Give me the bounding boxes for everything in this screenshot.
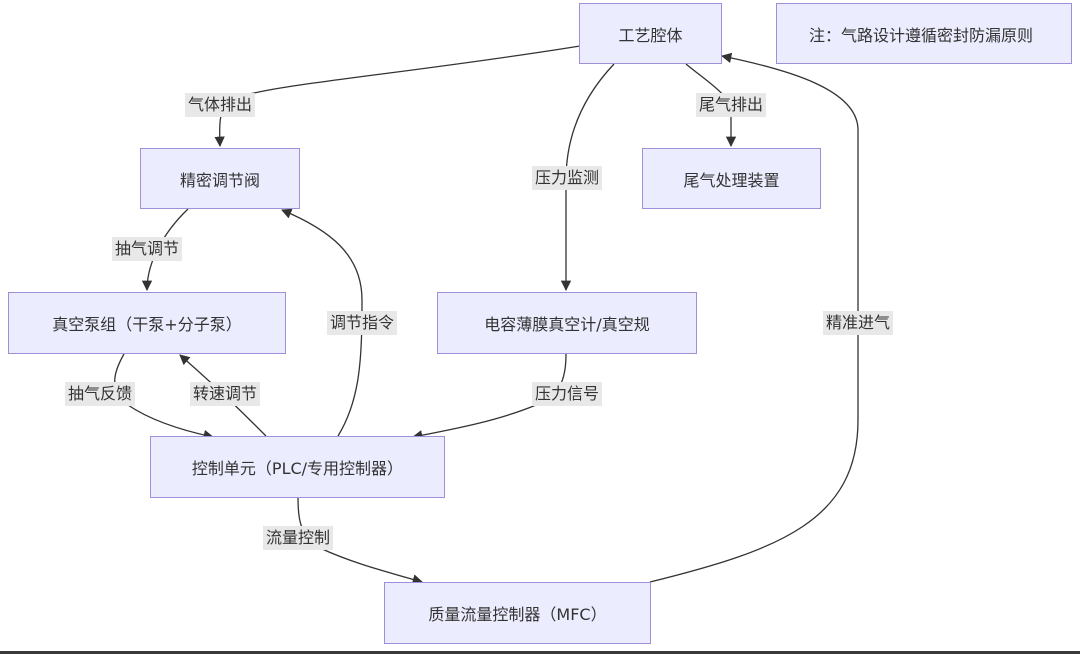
label-adjust-command: 调节指令 [326,311,398,335]
label-pump-feedback: 抽气反馈 [64,382,136,406]
bottom-border-line [0,651,1080,654]
edge-mfc-to-chamber [649,52,859,583]
node-precision-valve[interactable]: 精密调节阀 [140,148,300,209]
edge-gauge-to-controller [411,353,567,441]
node-exhaust-treatment[interactable]: 尾气处理装置 [642,148,821,209]
label-precise-inflow: 精准进气 [822,311,894,335]
label-pump-adjust: 抽气调节 [111,237,183,261]
node-process-chamber[interactable]: 工艺腔体 [579,3,722,64]
label-pressure-monitor: 压力监测 [531,166,603,190]
node-control-unit[interactable]: 控制单元（PLC/专用控制器） [150,436,445,498]
label-speed-adjust: 转速调节 [189,382,261,406]
edge-controller-to-valve [281,208,363,437]
node-mfc[interactable]: 质量流量控制器（MFC） [384,582,651,644]
label-gas-exhaust: 气体排出 [184,93,256,117]
edge-chamber-to-valve [214,45,581,148]
note-box: 注：气路设计遵循密封防漏原则 [776,3,1072,64]
node-vacuum-gauge[interactable]: 电容薄膜真空计/真空规 [437,292,697,354]
label-flow-control: 流量控制 [262,526,334,550]
node-vacuum-pump[interactable]: 真空泵组（干泵+分子泵） [8,292,286,354]
label-tail-exhaust: 尾气排出 [695,93,767,117]
label-pressure-signal: 压力信号 [531,382,603,406]
